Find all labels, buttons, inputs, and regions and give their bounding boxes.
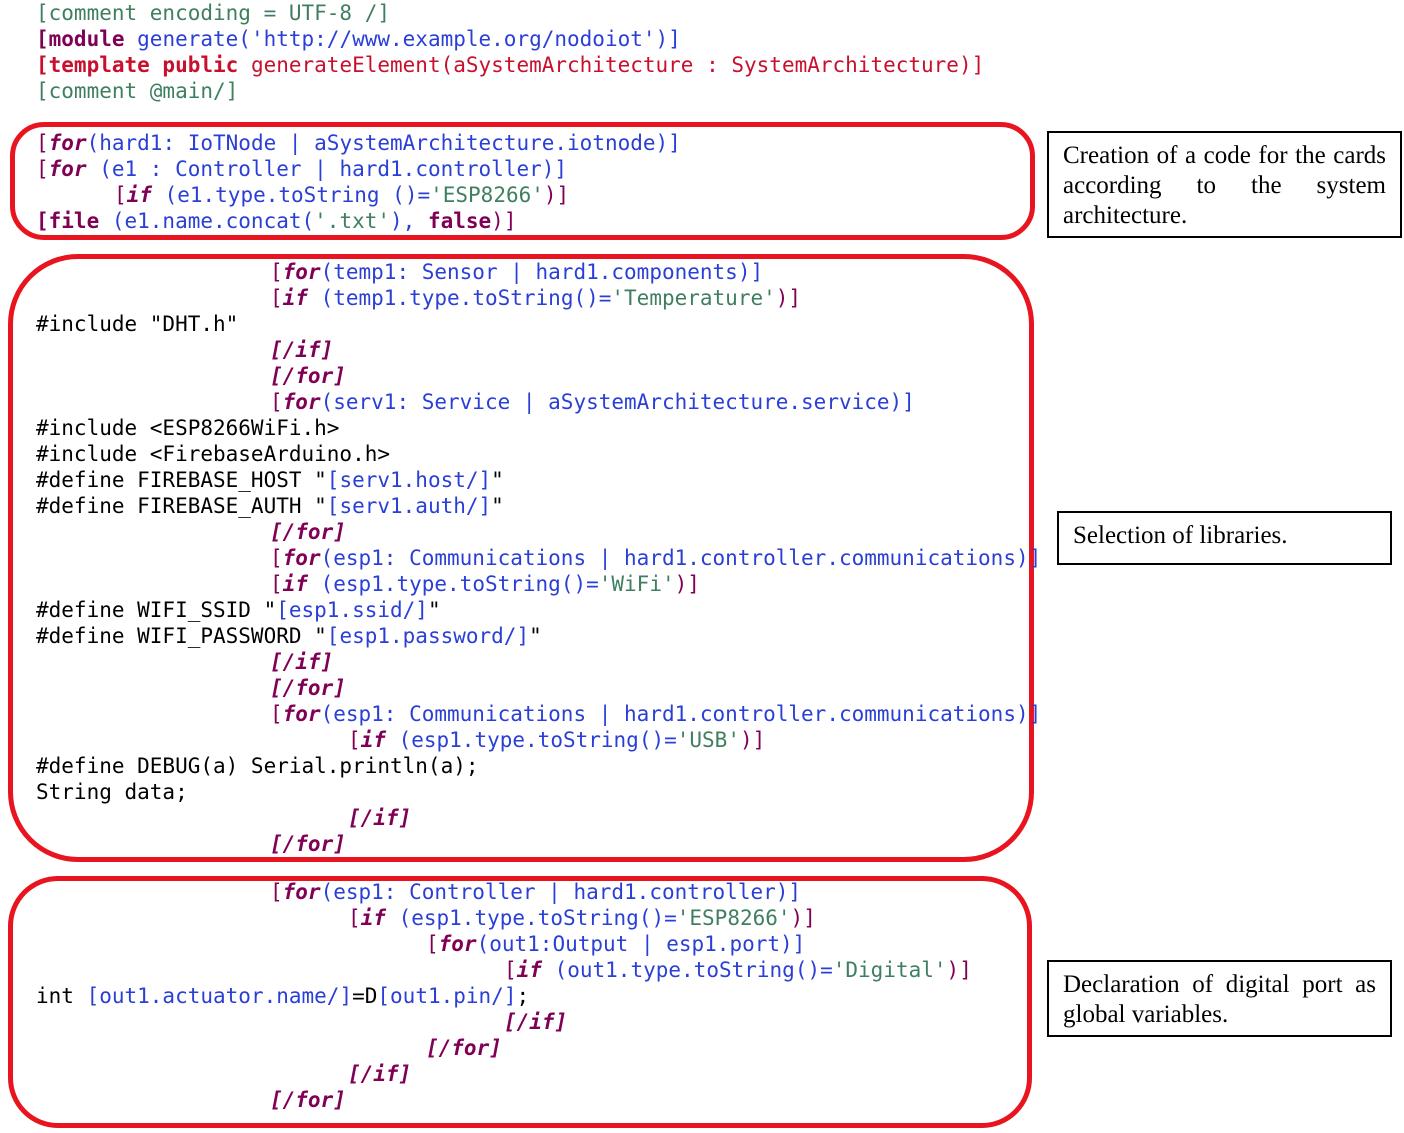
code-line: [if (temp1.type.toString()='Temperature'… [270,286,802,310]
code-line: [for(esp1: Communications | hard1.contro… [270,702,1042,726]
code-line: [if (esp1.type.toString()='USB')] [348,728,766,752]
code-line: [for(temp1: Sensor | hard1.components)] [270,260,764,284]
template-line: [template public generateElement(aSystem… [36,53,985,77]
code-line: #include <ESP8266WiFi.h> [36,416,340,440]
code-line: [for(out1:Output | esp1.port)] [426,932,806,956]
code-line: [for(hard1: IoTNode | aSystemArchitectur… [36,131,681,155]
code-line: [/for] [270,1088,346,1112]
highlight-box-1 [10,122,1035,240]
comment-main: [comment @main/] [36,79,239,103]
code-line: [/for] [426,1036,502,1060]
highlight-box-2 [8,254,1034,862]
code-line: int [out1.actuator.name/]=D[out1.pin/]; [36,984,530,1008]
code-line: #define FIREBASE_AUTH "[serv1.auth/]" [36,494,504,518]
code-line: [/for] [270,832,346,856]
code-line: [/if] [348,806,412,830]
code-line: [for (e1 : Controller | hard1.controller… [36,157,568,181]
code-line: [file (e1.name.concat('.txt'), false)] [36,209,517,233]
code-line: #define FIREBASE_HOST "[serv1.host/]" [36,468,504,492]
annotation-note-2: Selection of libraries. [1057,511,1392,565]
comment-encoding: [comment encoding = UTF-8 /] [36,1,391,25]
highlight-box-3 [8,876,1032,1128]
code-line: [/for] [270,364,346,388]
code-line: [if (esp1.type.toString()='WiFi')] [270,572,700,596]
code-line: #define WIFI_SSID "[esp1.ssid/]" [36,598,441,622]
code-line: [if (esp1.type.toString()='ESP8266')] [348,906,816,930]
code-line: [for(esp1: Communications | hard1.contro… [270,546,1042,570]
code-line: #include "DHT.h" [36,312,239,336]
code-line: [/if] [504,1010,568,1034]
code-line: [for(esp1: Controller | hard1.controller… [270,880,802,904]
code-line: [/if] [348,1062,412,1086]
code-line: [for(serv1: Service | aSystemArchitectur… [270,390,915,414]
annotation-note-1: Creation of a code for the cards accordi… [1047,131,1402,238]
code-line: #define WIFI_PASSWORD "[esp1.password/]" [36,624,542,648]
code-line: [/for] [270,520,346,544]
code-line: [/for] [270,676,346,700]
code-line: [/if] [270,338,334,362]
code-line: [/if] [270,650,334,674]
annotation-note-3: Declaration of digital port as global va… [1047,960,1392,1037]
code-line: [if (out1.type.toString()='Digital')] [504,958,972,982]
code-line: String data; [36,780,188,804]
code-line: #include <FirebaseArduino.h> [36,442,391,466]
module-line: [module generate('http://www.example.org… [36,27,681,51]
code-line: #define DEBUG(a) Serial.println(a); [36,754,479,778]
code-line: [if (e1.type.toString ()='ESP8266')] [114,183,570,207]
